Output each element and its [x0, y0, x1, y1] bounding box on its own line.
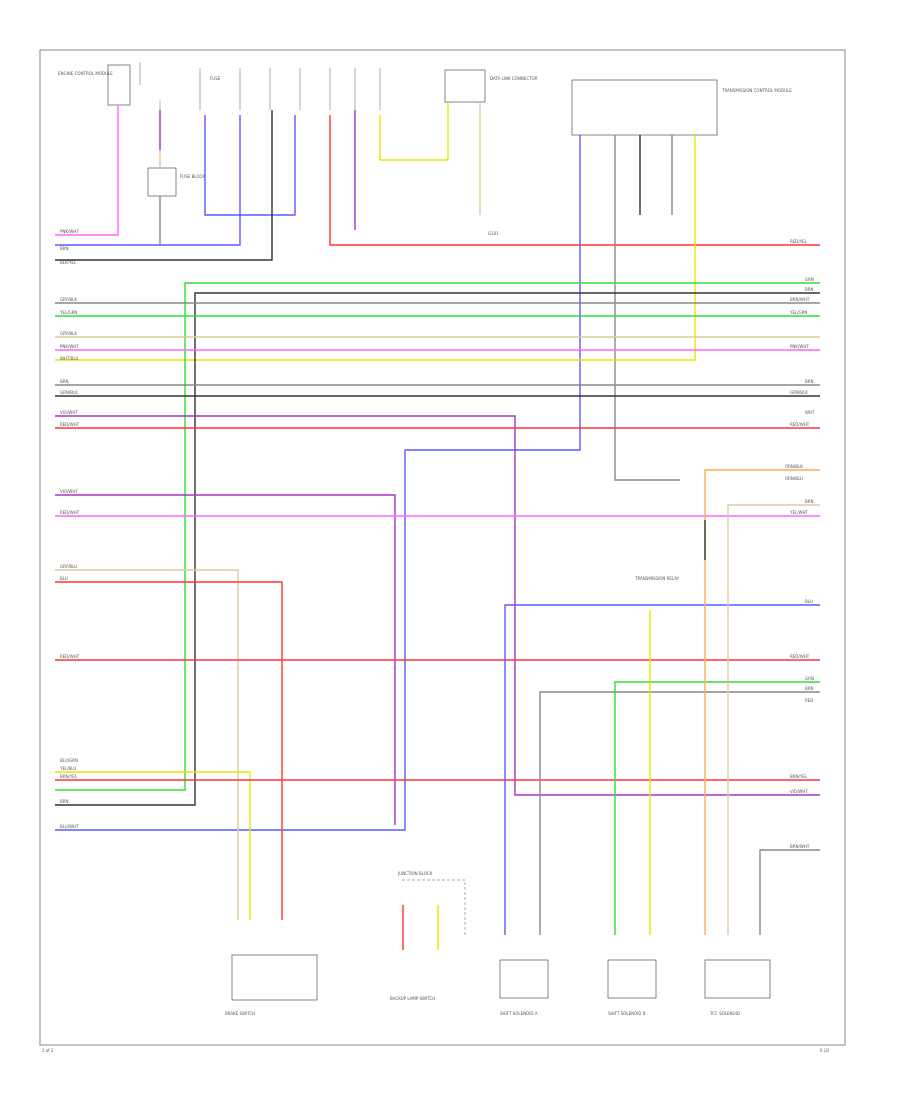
left-label-21: BRN: [60, 799, 69, 804]
shift-solenoid-b: SHIFT SOLENOID B: [607, 959, 657, 1016]
left-label-17: RED/WHT: [60, 654, 80, 659]
transmission-relay: TRANSMISSION RELAY: [634, 520, 706, 581]
right-label-12: ORN/BLU: [785, 476, 803, 481]
left-label-2: BRN: [60, 246, 69, 251]
left-label-18: BLU/GRN: [60, 758, 78, 763]
fuse-row: FUSE: [199, 68, 381, 110]
left-label-6: GRY/BLK: [60, 331, 77, 336]
tcm-label: TRANSMISSION CONTROL MODULE: [721, 88, 792, 93]
left-label-8: WHT/BLU: [60, 356, 79, 361]
right-label-5: YEL/GRN: [789, 310, 807, 315]
left-label-20: BRN/YEL: [60, 774, 78, 779]
right-label-14: YEL/WHT: [789, 510, 809, 515]
right-label-9: WHT: [805, 410, 815, 415]
diagram-frame: [39, 49, 846, 1046]
transmission-control-module: TRANSMISSION CONTROL MODULE: [55, 79, 792, 831]
top-left-module-label: ENGINE CONTROL MODULE: [58, 71, 113, 76]
right-label-4: BRN/WHT: [790, 297, 810, 302]
left-label-11: VIO/WHT: [60, 410, 78, 415]
right-label-2: GRN: [805, 277, 814, 282]
solenoid-a-label: SHIFT SOLENOID A: [500, 1011, 538, 1016]
right-label-10: RED/WHT: [790, 422, 810, 427]
page-number: 1 of 2: [42, 1048, 54, 1053]
tcc-solenoid: TCC SOLENOID: [704, 959, 771, 1016]
right-label-21: VIO/WHT: [790, 789, 808, 794]
transmission-relay-label: TRANSMISSION RELAY: [634, 576, 680, 581]
solenoid-b-label: SHIFT SOLENOID B: [608, 1011, 646, 1016]
left-label-7: PNK/WHT: [60, 344, 79, 349]
right-label-1: RED/YEL: [790, 239, 808, 244]
left-label-15: GRY/BLU: [60, 564, 77, 569]
right-label-19: RED: [805, 698, 813, 703]
left-label-9: BRN: [60, 379, 69, 384]
left-label-19: YEL/BLU: [59, 766, 76, 771]
right-label-16: RED/WHT: [790, 654, 810, 659]
right-label-20: BRN/YEL: [790, 774, 808, 779]
ground-label: G101: [488, 231, 499, 236]
right-label-22: BRN/WHT: [790, 844, 810, 849]
left-label-10: GRN/BLK: [60, 390, 78, 395]
right-label-3: BRN: [805, 287, 814, 292]
backup-lamp-switch: JUNCTION BLOCK BACKUP LAMP SWITCH: [390, 871, 466, 1001]
right-label-8: GRN/BLK: [790, 390, 808, 395]
right-label-17: GRN: [805, 676, 814, 681]
dlc-label: DATA LINK CONNECTOR: [490, 76, 538, 81]
right-label-6: PNK/WHT: [790, 344, 809, 349]
left-label-14: RED/WHT: [60, 510, 80, 515]
tcc-solenoid-label: TCC SOLENOID: [709, 1011, 740, 1016]
fuse-module-label: FUSE BLOCK: [180, 174, 205, 179]
right-label-13: BRN: [805, 499, 814, 504]
right-label-7: BRN: [805, 379, 814, 384]
left-wire-labels: PNK/WHT BRN BLK/YEL GRY/BLK YEL/GRN GRY/…: [59, 229, 80, 829]
right-label-18: BRN: [805, 686, 814, 691]
top-left-module: ENGINE CONTROL MODULE: [55, 62, 141, 236]
backup-lamp-switch-label: BACKUP LAMP SWITCH: [390, 996, 435, 1001]
left-label-12: RED/WHT: [60, 422, 80, 427]
brake-switch: BRAKE SWITCH: [225, 954, 318, 1016]
left-label-16: BLU: [60, 576, 68, 581]
left-label-3: BLK/YEL: [60, 260, 77, 265]
shift-solenoid-a: SHIFT SOLENOID A: [499, 959, 549, 1016]
left-label-1: PNK/WHT: [60, 229, 79, 234]
right-label-15: BLU: [805, 599, 813, 604]
right-label-11: ORN/BLK: [785, 464, 803, 469]
fuse-top-label: FUSE: [210, 76, 221, 81]
left-label-13: VIO/WHT: [60, 489, 78, 494]
data-link-connector: DATA LINK CONNECTOR G101: [379, 69, 538, 236]
left-label-4: GRY/BLK: [60, 297, 77, 302]
right-wire-labels: RED/YEL GRN BRN BRN/WHT YEL/GRN PNK/WHT …: [785, 239, 815, 849]
junction-block-label: JUNCTION BLOCK: [397, 871, 433, 876]
brake-switch-label: BRAKE SWITCH: [225, 1011, 255, 1016]
fuse-module: FUSE BLOCK: [147, 100, 205, 245]
left-label-22: BLU/WHT: [60, 824, 79, 829]
footer-code: 6 (2): [820, 1048, 830, 1053]
left-label-5: YEL/GRN: [59, 310, 77, 315]
